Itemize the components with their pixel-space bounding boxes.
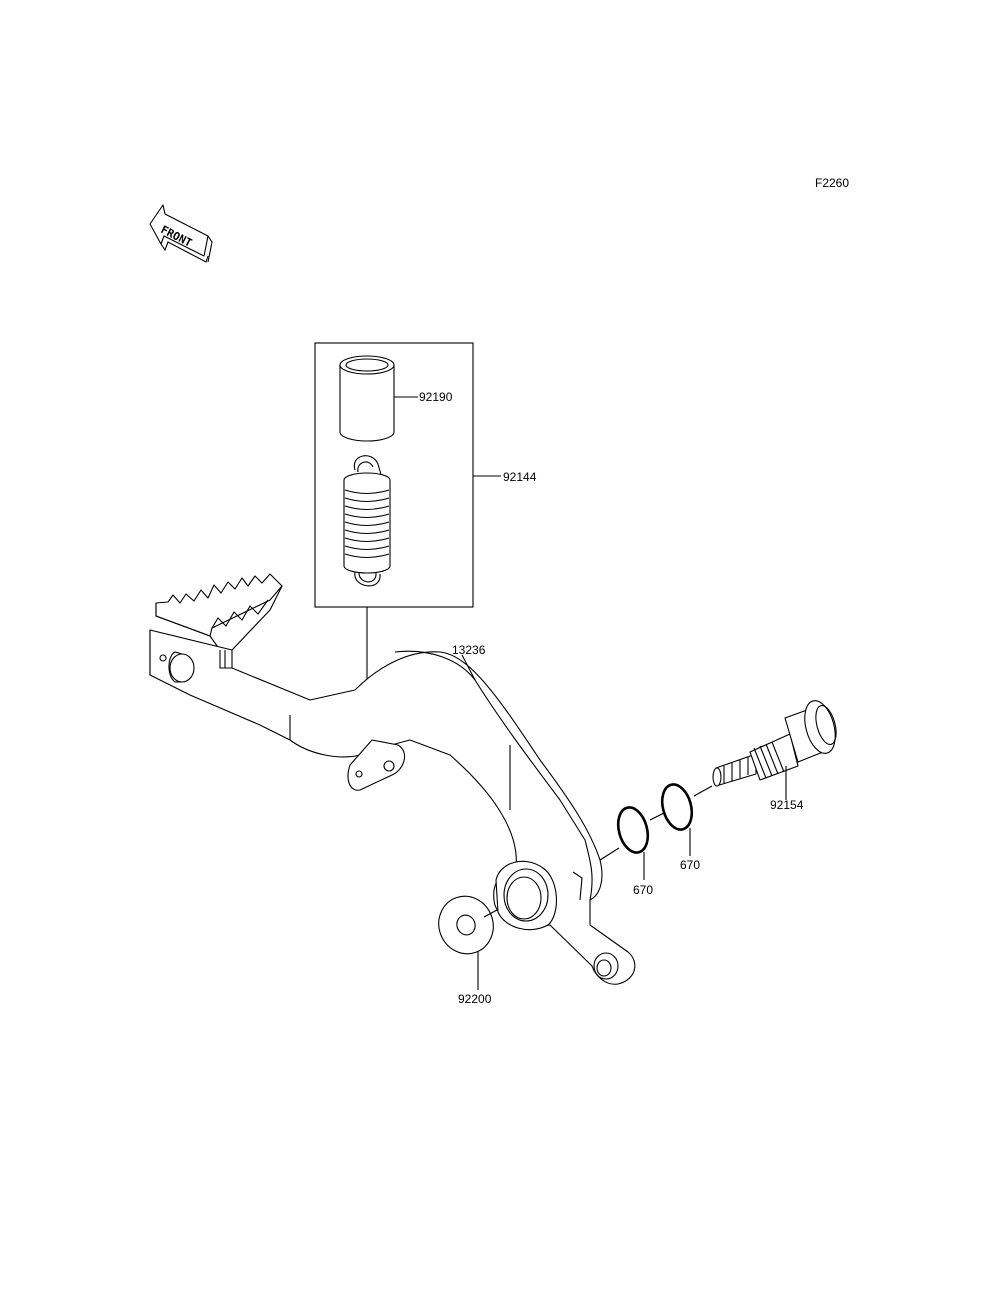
callout-92190: 92190 (419, 390, 453, 404)
collar-part (339, 355, 395, 442)
o-ring-a-part (616, 806, 650, 854)
figure-code: F2260 (815, 176, 849, 190)
brake-pedal-part (149, 573, 636, 985)
spring-assembly-box (314, 342, 474, 608)
callout-670-b: 670 (680, 858, 700, 872)
spring-part (343, 455, 391, 587)
front-arrow-icon: FRONT (149, 204, 213, 263)
callout-92200: 92200 (458, 992, 492, 1006)
callout-92154: 92154 (770, 798, 804, 812)
callout-670-a: 670 (633, 883, 653, 897)
washer-part (438, 895, 494, 955)
callout-92144: 92144 (503, 470, 537, 484)
axis-ring-mid (649, 812, 665, 821)
pivot-bolt-part (712, 700, 837, 787)
axis-ring-a (599, 847, 620, 861)
o-ring-b-part (660, 783, 694, 831)
leader-pedal (461, 654, 476, 681)
axis-washer (483, 909, 498, 918)
axis-ring-b (693, 785, 713, 797)
callout-13236: 13236 (452, 643, 486, 657)
